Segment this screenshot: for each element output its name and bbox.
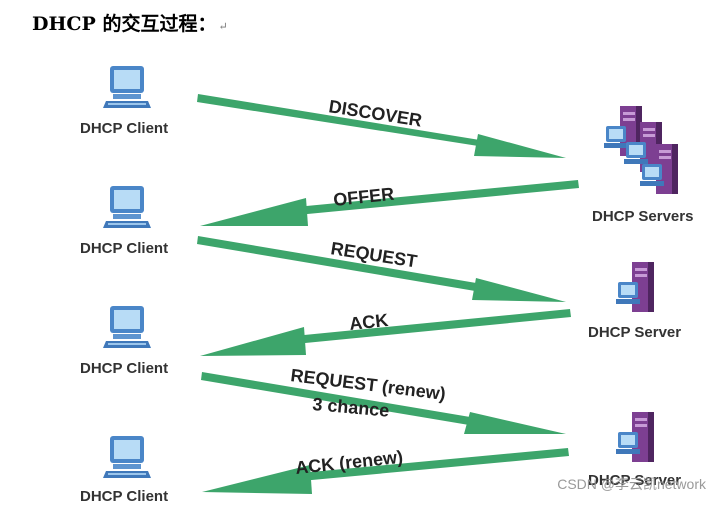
label-ack: ACK [348,310,389,334]
servers-label: DHCP Servers [592,208,694,225]
server-cluster-icon [604,106,678,194]
request-arrow [197,236,566,302]
watermark: CSDN @李云凯network [557,476,706,492]
server-2-icon [616,412,654,462]
diagram-title: DHCP 的交互过程：↵ [32,13,228,35]
client-1-label: DHCP Client [80,120,169,137]
request-renew-arrow [201,372,566,434]
server-2-label: DHCP Server [588,472,682,489]
return-mark: ↵ [218,20,228,33]
client-4-pc-icon [103,436,151,478]
client-4-label: DHCP Client [80,488,169,505]
client-2-pc-icon [103,186,151,228]
client-3-label: DHCP Client [80,360,169,377]
label-request-renew-note: 3 chance [312,394,390,421]
client-2-label: DHCP Client [80,240,169,257]
server-1-label: DHCP Server [588,324,682,341]
offer-arrow [200,180,579,226]
ack-renew-arrow [202,448,569,494]
server-1-icon [616,262,654,312]
client-3-pc-icon [103,306,151,348]
client-1-pc-icon [103,66,151,108]
discover-arrow [197,94,566,158]
ack-arrow [200,309,571,356]
